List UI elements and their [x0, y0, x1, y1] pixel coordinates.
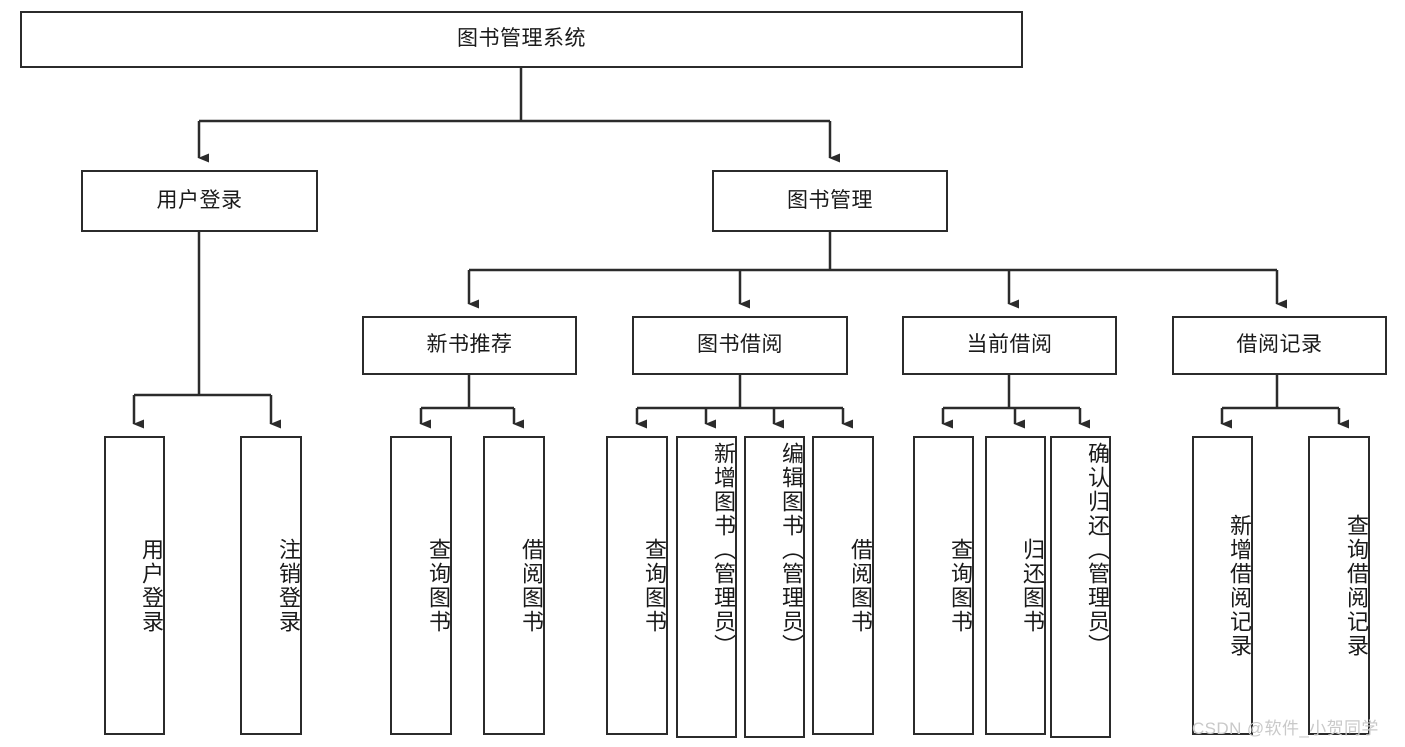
leaf-borrow-add-book-admin[interactable]: 新增图书（管理员）	[676, 436, 737, 738]
node-label: 归还图书	[1020, 537, 1045, 634]
node-label: 注销登录	[276, 537, 301, 634]
node-label: 查询借阅记录	[1344, 513, 1369, 658]
node-book-management[interactable]: 图书管理	[712, 170, 948, 232]
node-label: 图书借阅	[697, 333, 783, 357]
node-label: 借阅记录	[1236, 333, 1323, 357]
node-label: 查询图书	[426, 537, 451, 634]
node-label: 用户登录	[156, 188, 243, 212]
leaf-borrow-query-book[interactable]: 查询图书	[606, 436, 668, 735]
node-borrow-record[interactable]: 借阅记录	[1172, 316, 1387, 375]
leaf-user-login-login[interactable]: 用户登录	[104, 436, 165, 735]
node-new-book-recommend[interactable]: 新书推荐	[362, 316, 577, 375]
node-current-borrow[interactable]: 当前借阅	[902, 316, 1117, 375]
leaf-recommend-query-book[interactable]: 查询图书	[390, 436, 452, 735]
leaf-record-query-record[interactable]: 查询借阅记录	[1308, 436, 1370, 735]
leaf-borrow-borrow-book[interactable]: 借阅图书	[812, 436, 874, 735]
watermark-csdn: CSDN @软件_小贺同学	[1192, 719, 1379, 738]
leaf-user-login-logout[interactable]: 注销登录	[240, 436, 302, 735]
node-label: 借阅图书	[848, 537, 873, 634]
node-label: 查询图书	[642, 537, 667, 634]
node-label: 借阅图书	[519, 537, 544, 634]
leaf-current-return-book[interactable]: 归还图书	[985, 436, 1046, 735]
node-label: 当前借阅	[966, 333, 1053, 357]
node-root-system[interactable]: 图书管理系统	[20, 11, 1023, 68]
node-label: 查询图书	[948, 537, 973, 634]
node-label: 新增借阅记录	[1227, 513, 1252, 658]
node-user-login[interactable]: 用户登录	[81, 170, 318, 232]
node-book-borrow[interactable]: 图书借阅	[632, 316, 848, 375]
leaf-current-query-book[interactable]: 查询图书	[913, 436, 974, 735]
leaf-recommend-borrow-book[interactable]: 借阅图书	[483, 436, 545, 735]
node-label: 新书推荐	[426, 333, 513, 357]
leaf-borrow-edit-book-admin[interactable]: 编辑图书（管理员）	[744, 436, 805, 738]
node-label: 确认归还（管理员）	[1085, 442, 1110, 658]
node-label: 新增图书（管理员）	[711, 442, 736, 658]
leaf-record-add-record[interactable]: 新增借阅记录	[1192, 436, 1253, 735]
node-label: 图书管理	[787, 188, 873, 212]
node-label: 用户登录	[139, 537, 164, 634]
leaf-current-confirm-return-admin[interactable]: 确认归还（管理员）	[1050, 436, 1111, 738]
node-label: 编辑图书（管理员）	[779, 442, 804, 658]
node-label: 图书管理系统	[457, 27, 586, 51]
